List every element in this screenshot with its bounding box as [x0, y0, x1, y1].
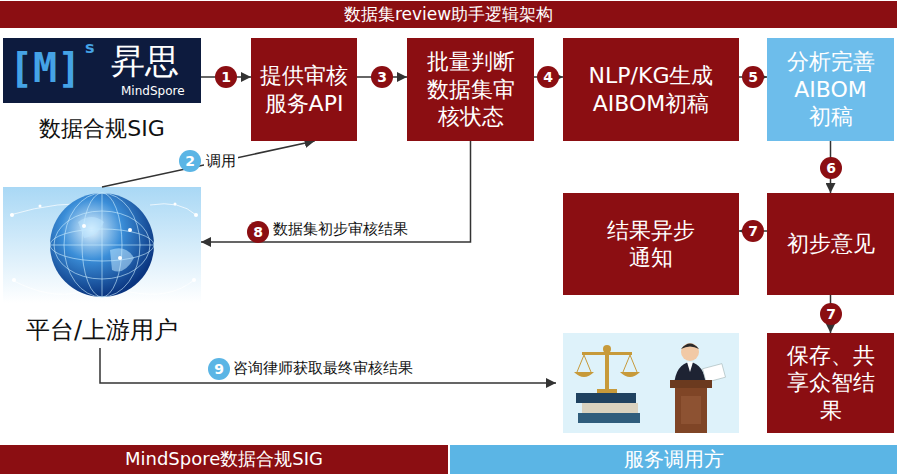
lawyer-illustration — [563, 333, 739, 433]
user-node: 平台/上游用户 — [3, 187, 201, 345]
callout-number: 2 — [179, 150, 201, 172]
callout-number: 9 — [208, 358, 230, 380]
edge-label: 调用 — [204, 152, 238, 171]
flow-arrow — [201, 76, 251, 78]
callout-number: 5 — [742, 66, 764, 88]
flow-arrow — [102, 141, 315, 187]
flow-arrow — [201, 141, 471, 242]
box-label: NLP/KG生成AIBOM初稿 — [586, 62, 716, 117]
flow-arrow — [830, 295, 832, 333]
callout-number: 3 — [371, 66, 393, 88]
flow-arrow — [739, 76, 767, 78]
box-label: 提供审核服务API — [258, 62, 350, 117]
callout-number: 8 — [247, 221, 269, 243]
globe-illustration — [3, 187, 201, 303]
flow-arrow — [739, 230, 767, 232]
box-label: 保存、共享众智结果 — [785, 342, 877, 425]
process-box: 结果异步通知 — [563, 193, 739, 295]
group-name: 数据合规SIG — [3, 118, 201, 140]
process-box: 提供审核服务API — [251, 38, 357, 141]
flow-arrow — [534, 76, 563, 78]
box-label: 初步意见 — [781, 230, 881, 258]
logo-text: 昇思 — [111, 44, 179, 78]
process-box: 保存、共享众智结果 — [767, 333, 894, 433]
logo-node: [M]s昇思MindSpore数据合规SIG — [3, 38, 201, 103]
user-label: 平台/上游用户 — [26, 315, 178, 345]
edge-label: 数据集初步审核结果 — [271, 220, 410, 239]
logo-text: s — [85, 40, 95, 56]
box-label: 分析完善AIBOM初稿 — [785, 48, 877, 131]
legend-text: 服务调用方 — [624, 447, 724, 472]
process-box: 分析完善AIBOM初稿 — [767, 38, 894, 141]
process-box: NLP/KG生成AIBOM初稿 — [563, 38, 739, 141]
legend-text: MindSpore数据合规SIG — [125, 448, 323, 471]
title-band: 数据集review助手逻辑架构 — [0, 1, 897, 28]
flow-arrow — [357, 76, 407, 78]
callout-number: 6 — [820, 157, 842, 179]
note-label: 咨询律师获取最终审核结果 — [233, 359, 413, 378]
flow-arrow — [830, 141, 832, 193]
consult-line — [100, 348, 556, 383]
callout-number: 1 — [215, 66, 237, 88]
logo-text: [M] — [9, 48, 81, 88]
process-box: 初步意见 — [767, 193, 894, 295]
process-box: 批量判断数据集审核状态 — [407, 38, 534, 141]
logo-text: MindSpore — [121, 85, 185, 97]
diagram-title: 数据集review助手逻辑架构 — [344, 4, 553, 25]
legend-band: MindSpore数据合规SIG — [0, 445, 448, 474]
callout-number: 4 — [537, 66, 559, 88]
callout-number: 7 — [820, 303, 842, 325]
box-label: 结果异步通知 — [605, 217, 697, 272]
box-label: 批量判断数据集审核状态 — [425, 48, 517, 131]
callout-number: 7 — [742, 220, 764, 242]
legend-band: 服务调用方 — [450, 445, 897, 474]
